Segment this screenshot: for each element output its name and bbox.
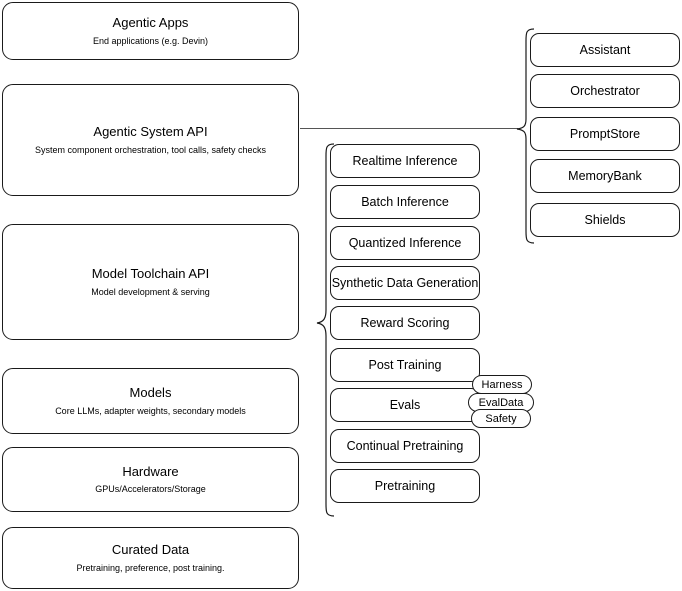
- chip-label: Pretraining: [374, 479, 436, 493]
- capability-chip-realtime-inference[interactable]: Realtime Inference: [330, 144, 480, 178]
- layer-title: Models: [129, 385, 172, 401]
- chip-label: Shields: [584, 213, 626, 227]
- brace-model-toolchain: [316, 143, 335, 517]
- capability-chip-evals[interactable]: Evals: [330, 388, 480, 422]
- layer-box-models[interactable]: Models Core LLMs, adapter weights, secon…: [2, 368, 299, 434]
- layer-box-agentic-apps[interactable]: Agentic Apps End applications (e.g. Devi…: [2, 2, 299, 60]
- chip-label: Evals: [389, 398, 421, 412]
- layer-subtitle: Model development & serving: [91, 286, 210, 297]
- layer-title: Curated Data: [111, 542, 190, 558]
- chip-label: Continual Pretraining: [346, 439, 464, 453]
- capability-chip-continual-pretraining[interactable]: Continual Pretraining: [330, 429, 480, 463]
- capability-chip-synthetic-data-generation[interactable]: Synthetic Data Generation: [330, 266, 480, 300]
- badge-label: Safety: [485, 412, 517, 425]
- chip-label: Assistant: [579, 43, 631, 57]
- layer-title: Agentic Apps: [112, 15, 189, 31]
- layer-title: Agentic System API: [93, 124, 208, 140]
- chip-label: Batch Inference: [361, 195, 449, 209]
- layer-subtitle: System component orchestration, tool cal…: [34, 144, 267, 155]
- layer-title: Model Toolchain API: [91, 266, 210, 282]
- component-chip-shields[interactable]: Shields: [530, 203, 680, 237]
- connector-line-system-api-to-components: [300, 128, 518, 130]
- badge-label: Harness: [481, 378, 523, 391]
- chip-label: Synthetic Data Generation: [331, 276, 479, 290]
- eval-badge-evaldata[interactable]: EvalData: [468, 393, 534, 412]
- component-chip-orchestrator[interactable]: Orchestrator: [530, 74, 680, 108]
- layer-subtitle: End applications (e.g. Devin): [92, 35, 209, 46]
- layer-box-curated-data[interactable]: Curated Data Pretraining, preference, po…: [2, 527, 299, 589]
- chip-label: MemoryBank: [568, 169, 642, 183]
- layer-box-model-toolchain-api[interactable]: Model Toolchain API Model development & …: [2, 224, 299, 340]
- chip-label: PromptStore: [569, 127, 641, 141]
- capability-chip-quantized-inference[interactable]: Quantized Inference: [330, 226, 480, 260]
- component-chip-promptstore[interactable]: PromptStore: [530, 117, 680, 151]
- chip-label: Orchestrator: [570, 84, 640, 98]
- chip-label: Reward Scoring: [360, 316, 450, 330]
- eval-badge-safety[interactable]: Safety: [471, 409, 531, 428]
- component-chip-memorybank[interactable]: MemoryBank: [530, 159, 680, 193]
- layer-subtitle: GPUs/Accelerators/Storage: [95, 484, 206, 494]
- chip-label: Quantized Inference: [348, 236, 462, 250]
- chip-label: Post Training: [368, 358, 442, 372]
- layer-title: Hardware: [122, 463, 179, 479]
- layer-box-agentic-system-api[interactable]: Agentic System API System component orch…: [2, 84, 299, 196]
- component-chip-assistant[interactable]: Assistant: [530, 33, 680, 67]
- chip-label: Realtime Inference: [352, 154, 458, 168]
- capability-chip-reward-scoring[interactable]: Reward Scoring: [330, 306, 480, 340]
- eval-badge-harness[interactable]: Harness: [472, 375, 532, 394]
- badge-label: EvalData: [478, 396, 524, 409]
- brace-agentic-system-components: [516, 28, 535, 244]
- layer-box-hardware[interactable]: Hardware GPUs/Accelerators/Storage: [2, 447, 299, 512]
- layer-subtitle: Pretraining, preference, post training.: [76, 562, 225, 573]
- capability-chip-post-training[interactable]: Post Training: [330, 348, 480, 382]
- capability-chip-batch-inference[interactable]: Batch Inference: [330, 185, 480, 219]
- capability-chip-pretraining[interactable]: Pretraining: [330, 469, 480, 503]
- layer-subtitle: Core LLMs, adapter weights, secondary mo…: [55, 405, 246, 416]
